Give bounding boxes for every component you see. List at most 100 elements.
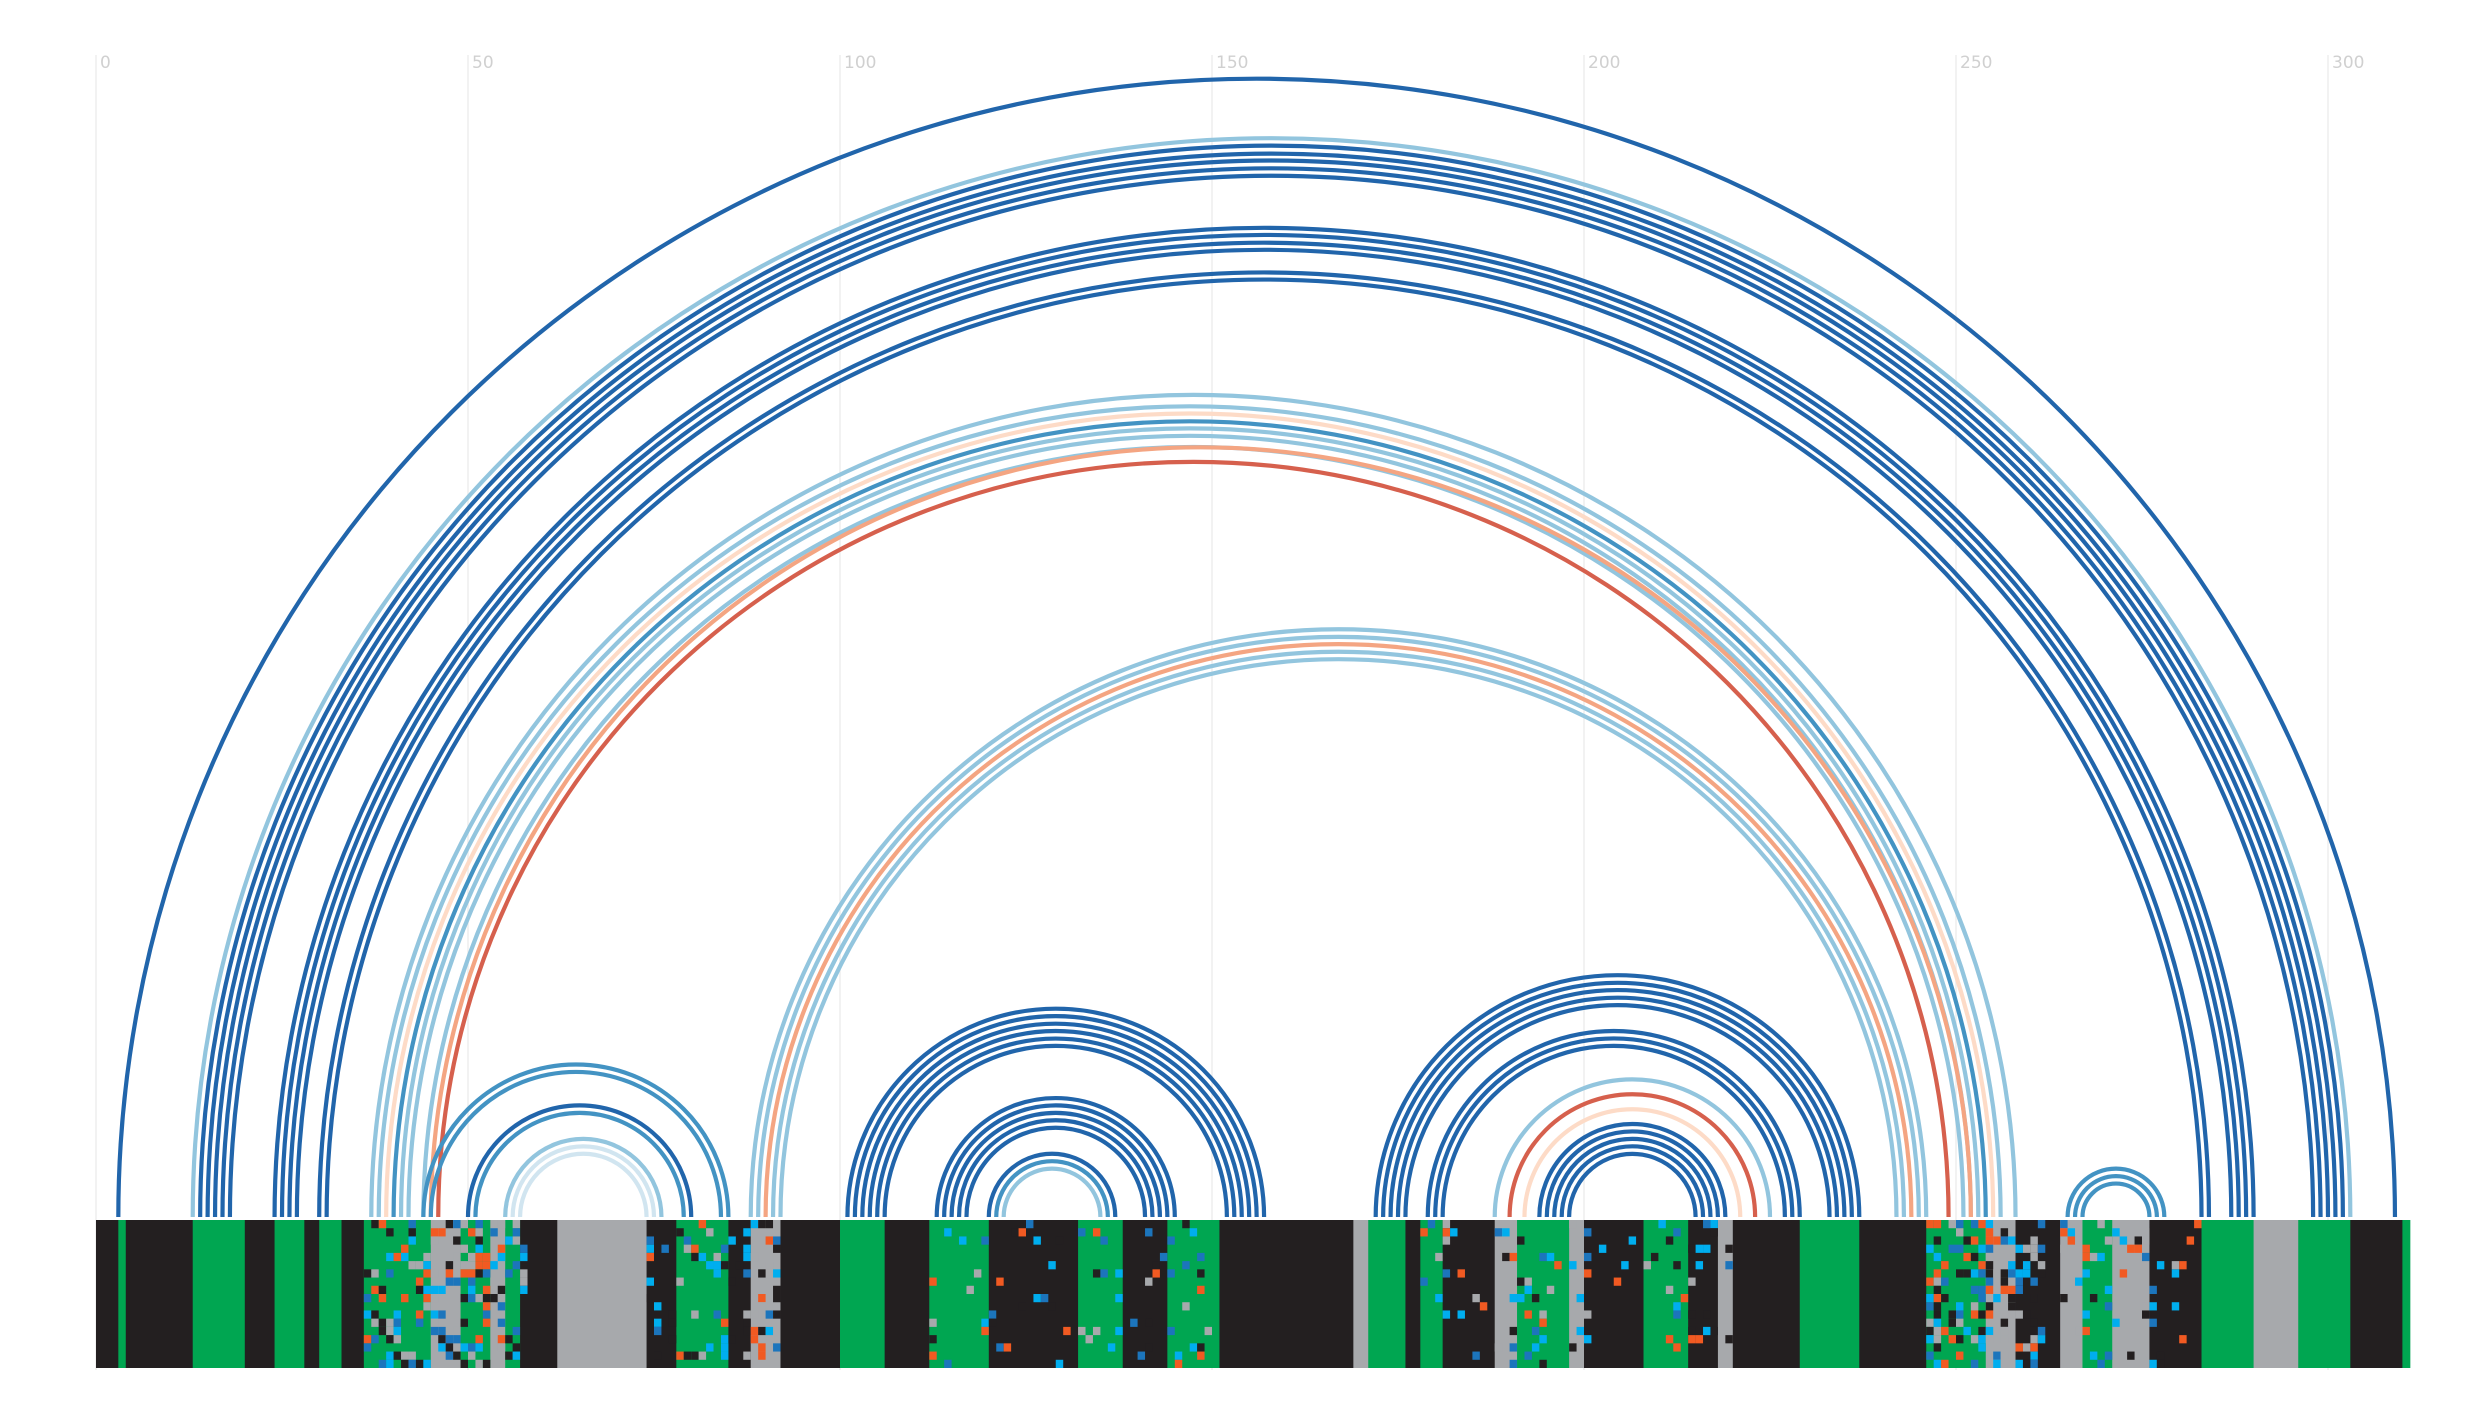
track-cell (497, 1220, 506, 1229)
arc-195-218 (1544, 1129, 1721, 1218)
track-cell (1673, 1261, 1681, 1270)
track-segment-53 (2298, 1220, 2351, 1368)
track-cell (773, 1310, 781, 1319)
tick-label-0: 0 (100, 53, 111, 73)
arc-120-137 (986, 1151, 1118, 1218)
track-cell (1509, 1252, 1518, 1262)
track-cell (1137, 1351, 1146, 1360)
track-cell (430, 1269, 439, 1278)
track-cell (520, 1277, 528, 1286)
track-cell (2000, 1277, 2009, 1286)
track-segment-39 (1688, 1220, 1719, 1368)
track-cell (1665, 1335, 1674, 1344)
track-cell (1933, 1310, 1942, 1319)
track-cell (453, 1326, 461, 1336)
track-cell (2082, 1269, 2090, 1278)
track-cell (482, 1261, 491, 1270)
track-cell (497, 1244, 506, 1253)
track-cell (765, 1326, 774, 1336)
track-cell (2067, 1236, 2076, 1245)
track-cell (386, 1269, 394, 1278)
track-cell (1933, 1335, 1942, 1344)
tick-label-150: 150 (1216, 53, 1248, 73)
track-cell (460, 1343, 468, 1352)
arc-40-254 (391, 418, 1988, 1218)
arc-190-223 (1507, 1092, 1758, 1218)
track-cell (654, 1302, 662, 1311)
track-cell (1509, 1359, 1518, 1368)
track-cell (475, 1244, 483, 1253)
track-cell (1524, 1351, 1532, 1360)
track-cell (750, 1326, 759, 1336)
track-cell (505, 1269, 513, 1278)
track-cell (1985, 1302, 1994, 1311)
track-cell (475, 1335, 483, 1344)
arc-3-309 (116, 76, 2398, 1218)
track-cell (490, 1294, 498, 1303)
track-cell (386, 1252, 394, 1262)
track-cell (691, 1310, 699, 1319)
track-cell (1442, 1269, 1451, 1278)
track-cell (386, 1359, 394, 1368)
track-cell (1978, 1269, 1986, 1278)
track-cell (2171, 1302, 2180, 1311)
track-cell (683, 1236, 692, 1245)
track-cell (2030, 1236, 2038, 1245)
track-cell (765, 1220, 774, 1229)
track-segment-20 (780, 1220, 841, 1368)
arc-267-276 (2080, 1181, 2152, 1218)
arc-27-287 (294, 247, 2234, 1218)
track-segment-31 (1405, 1220, 1421, 1368)
track-cell (1970, 1302, 1979, 1311)
track-cell (386, 1228, 394, 1237)
track-cell (2000, 1351, 2009, 1360)
track-segment-3 (192, 1220, 246, 1368)
track-segment-6 (304, 1220, 320, 1368)
track-cell (1926, 1302, 1934, 1311)
track-cell (2171, 1261, 2180, 1270)
track-cell (2015, 1343, 2023, 1352)
track-cell (423, 1261, 431, 1270)
track-cell (1956, 1351, 1964, 1360)
track-cell (2082, 1252, 2090, 1262)
track-cell (1167, 1236, 1175, 1245)
track-cell (512, 1220, 521, 1229)
track-cell (1985, 1236, 1994, 1245)
track-cell (2030, 1252, 2038, 1262)
track-cell (1204, 1326, 1212, 1336)
track-cell (1956, 1318, 1964, 1327)
track-cell (758, 1326, 766, 1336)
arc-106-152 (882, 1043, 1229, 1218)
track-cell (2015, 1277, 2023, 1286)
track-cell (1933, 1277, 1942, 1286)
track-cell (1055, 1236, 1064, 1245)
track-cell (1040, 1294, 1049, 1303)
track-segment-42 (1799, 1220, 1860, 1368)
track-cell (430, 1228, 439, 1237)
track-cell (453, 1236, 461, 1245)
track-cell (2142, 1236, 2150, 1245)
track-cell (1993, 1236, 2001, 1245)
track-cell (438, 1335, 446, 1344)
track-cell (1673, 1228, 1681, 1237)
track-cell (438, 1285, 446, 1294)
track-cell (1985, 1335, 1994, 1344)
track-cell (2000, 1310, 2009, 1319)
track-cell (1509, 1294, 1518, 1303)
track-cell (490, 1261, 498, 1270)
track-cell (1197, 1269, 1205, 1278)
track-segment-4 (244, 1220, 276, 1368)
track-cell (1985, 1252, 1994, 1262)
track-cell (512, 1351, 521, 1360)
track-cell (468, 1343, 476, 1352)
track-cell (2022, 1343, 2031, 1352)
track-cell (750, 1310, 759, 1319)
track-cell (1613, 1277, 1622, 1286)
track-cell (735, 1261, 744, 1270)
arc-105-153 (875, 1036, 1237, 1218)
track-cell (2030, 1244, 2038, 1253)
track-cell (2000, 1285, 2009, 1294)
track-cell (2000, 1269, 2009, 1278)
track-cell (773, 1244, 781, 1253)
track-cell (1584, 1269, 1592, 1278)
